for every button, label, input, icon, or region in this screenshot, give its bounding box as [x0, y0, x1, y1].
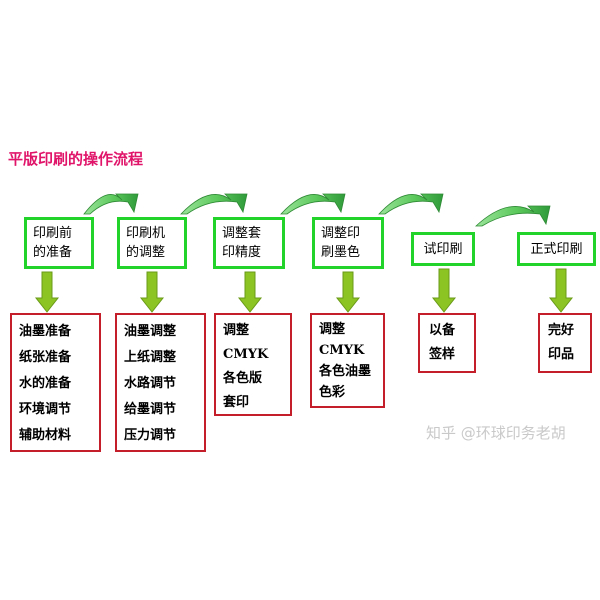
detail-item: 上纸调整	[124, 350, 177, 365]
detail-box-press-adjust: 油墨调整 上纸调整 水路调节 给墨调节 压力调节	[115, 313, 206, 452]
detail-box-ink-color: 调整 CMYK 各色油墨 色彩	[310, 313, 385, 408]
detail-item: CMYK	[223, 347, 269, 362]
step-label-line: 正式印刷	[530, 241, 583, 257]
step-box-prepress: 印刷前 的准备	[24, 217, 94, 269]
curved-arrow	[180, 193, 248, 215]
step-label-line: 试印刷	[423, 241, 463, 257]
detail-item: 各色油墨	[319, 364, 372, 379]
detail-item: 以备	[429, 323, 456, 338]
detail-item: 印品	[548, 347, 575, 362]
detail-item: 水的准备	[19, 376, 72, 391]
detail-item: 调整	[223, 323, 250, 338]
detail-item: 油墨调整	[124, 324, 177, 339]
step-label-line: 印刷机	[126, 226, 166, 241]
down-arrow	[34, 271, 60, 313]
down-arrow	[139, 271, 165, 313]
detail-item: 给墨调节	[124, 402, 177, 417]
step-label-line: 印精度	[222, 245, 262, 260]
detail-item: CMYK	[319, 343, 365, 358]
step-box-press-adjust: 印刷机 的调整	[117, 217, 187, 269]
step-box-trial-print: 试印刷	[411, 232, 475, 266]
down-arrow	[548, 268, 574, 313]
detail-item: 油墨准备	[19, 324, 72, 339]
step-label-line: 的准备	[33, 245, 73, 260]
detail-box-trial-print: 以备 签样	[418, 313, 476, 373]
curved-arrow	[378, 193, 444, 215]
step-label-line: 调整套	[222, 226, 262, 241]
detail-item: 水路调节	[124, 376, 177, 391]
curved-arrow	[83, 193, 139, 215]
down-arrow	[335, 271, 361, 313]
down-arrow	[237, 271, 263, 313]
detail-item: 完好	[548, 323, 575, 338]
step-box-registration: 调整套 印精度	[213, 217, 285, 269]
detail-item: 压力调节	[124, 428, 177, 443]
curved-arrow	[280, 193, 346, 215]
step-box-ink-color: 调整印 刷墨色	[312, 217, 384, 269]
step-box-production-print: 正式印刷	[517, 232, 596, 266]
step-label-line: 调整印	[321, 226, 361, 241]
detail-box-registration: 调整 CMYK 各色版 套印	[214, 313, 292, 416]
step-label-line: 刷墨色	[321, 245, 361, 260]
diagram-title: 平版印刷的操作流程	[8, 150, 144, 168]
detail-item: 色彩	[319, 385, 346, 400]
detail-box-prepress: 油墨准备 纸张准备 水的准备 环境调节 辅助材料	[10, 313, 101, 452]
down-arrow	[431, 268, 457, 313]
watermark: 知乎 @环球印务老胡	[426, 424, 566, 442]
detail-item: 各色版	[223, 371, 263, 386]
detail-item: 签样	[429, 347, 456, 362]
detail-item: 纸张准备	[19, 350, 72, 365]
detail-item: 环境调节	[19, 402, 72, 417]
detail-item: 辅助材料	[19, 428, 72, 443]
curved-arrow	[474, 205, 551, 227]
step-label-line: 的调整	[126, 245, 166, 260]
step-label-line: 印刷前	[33, 226, 73, 241]
detail-box-production-print: 完好 印品	[538, 313, 592, 373]
detail-item: 调整	[319, 322, 346, 337]
detail-item: 套印	[223, 395, 250, 410]
